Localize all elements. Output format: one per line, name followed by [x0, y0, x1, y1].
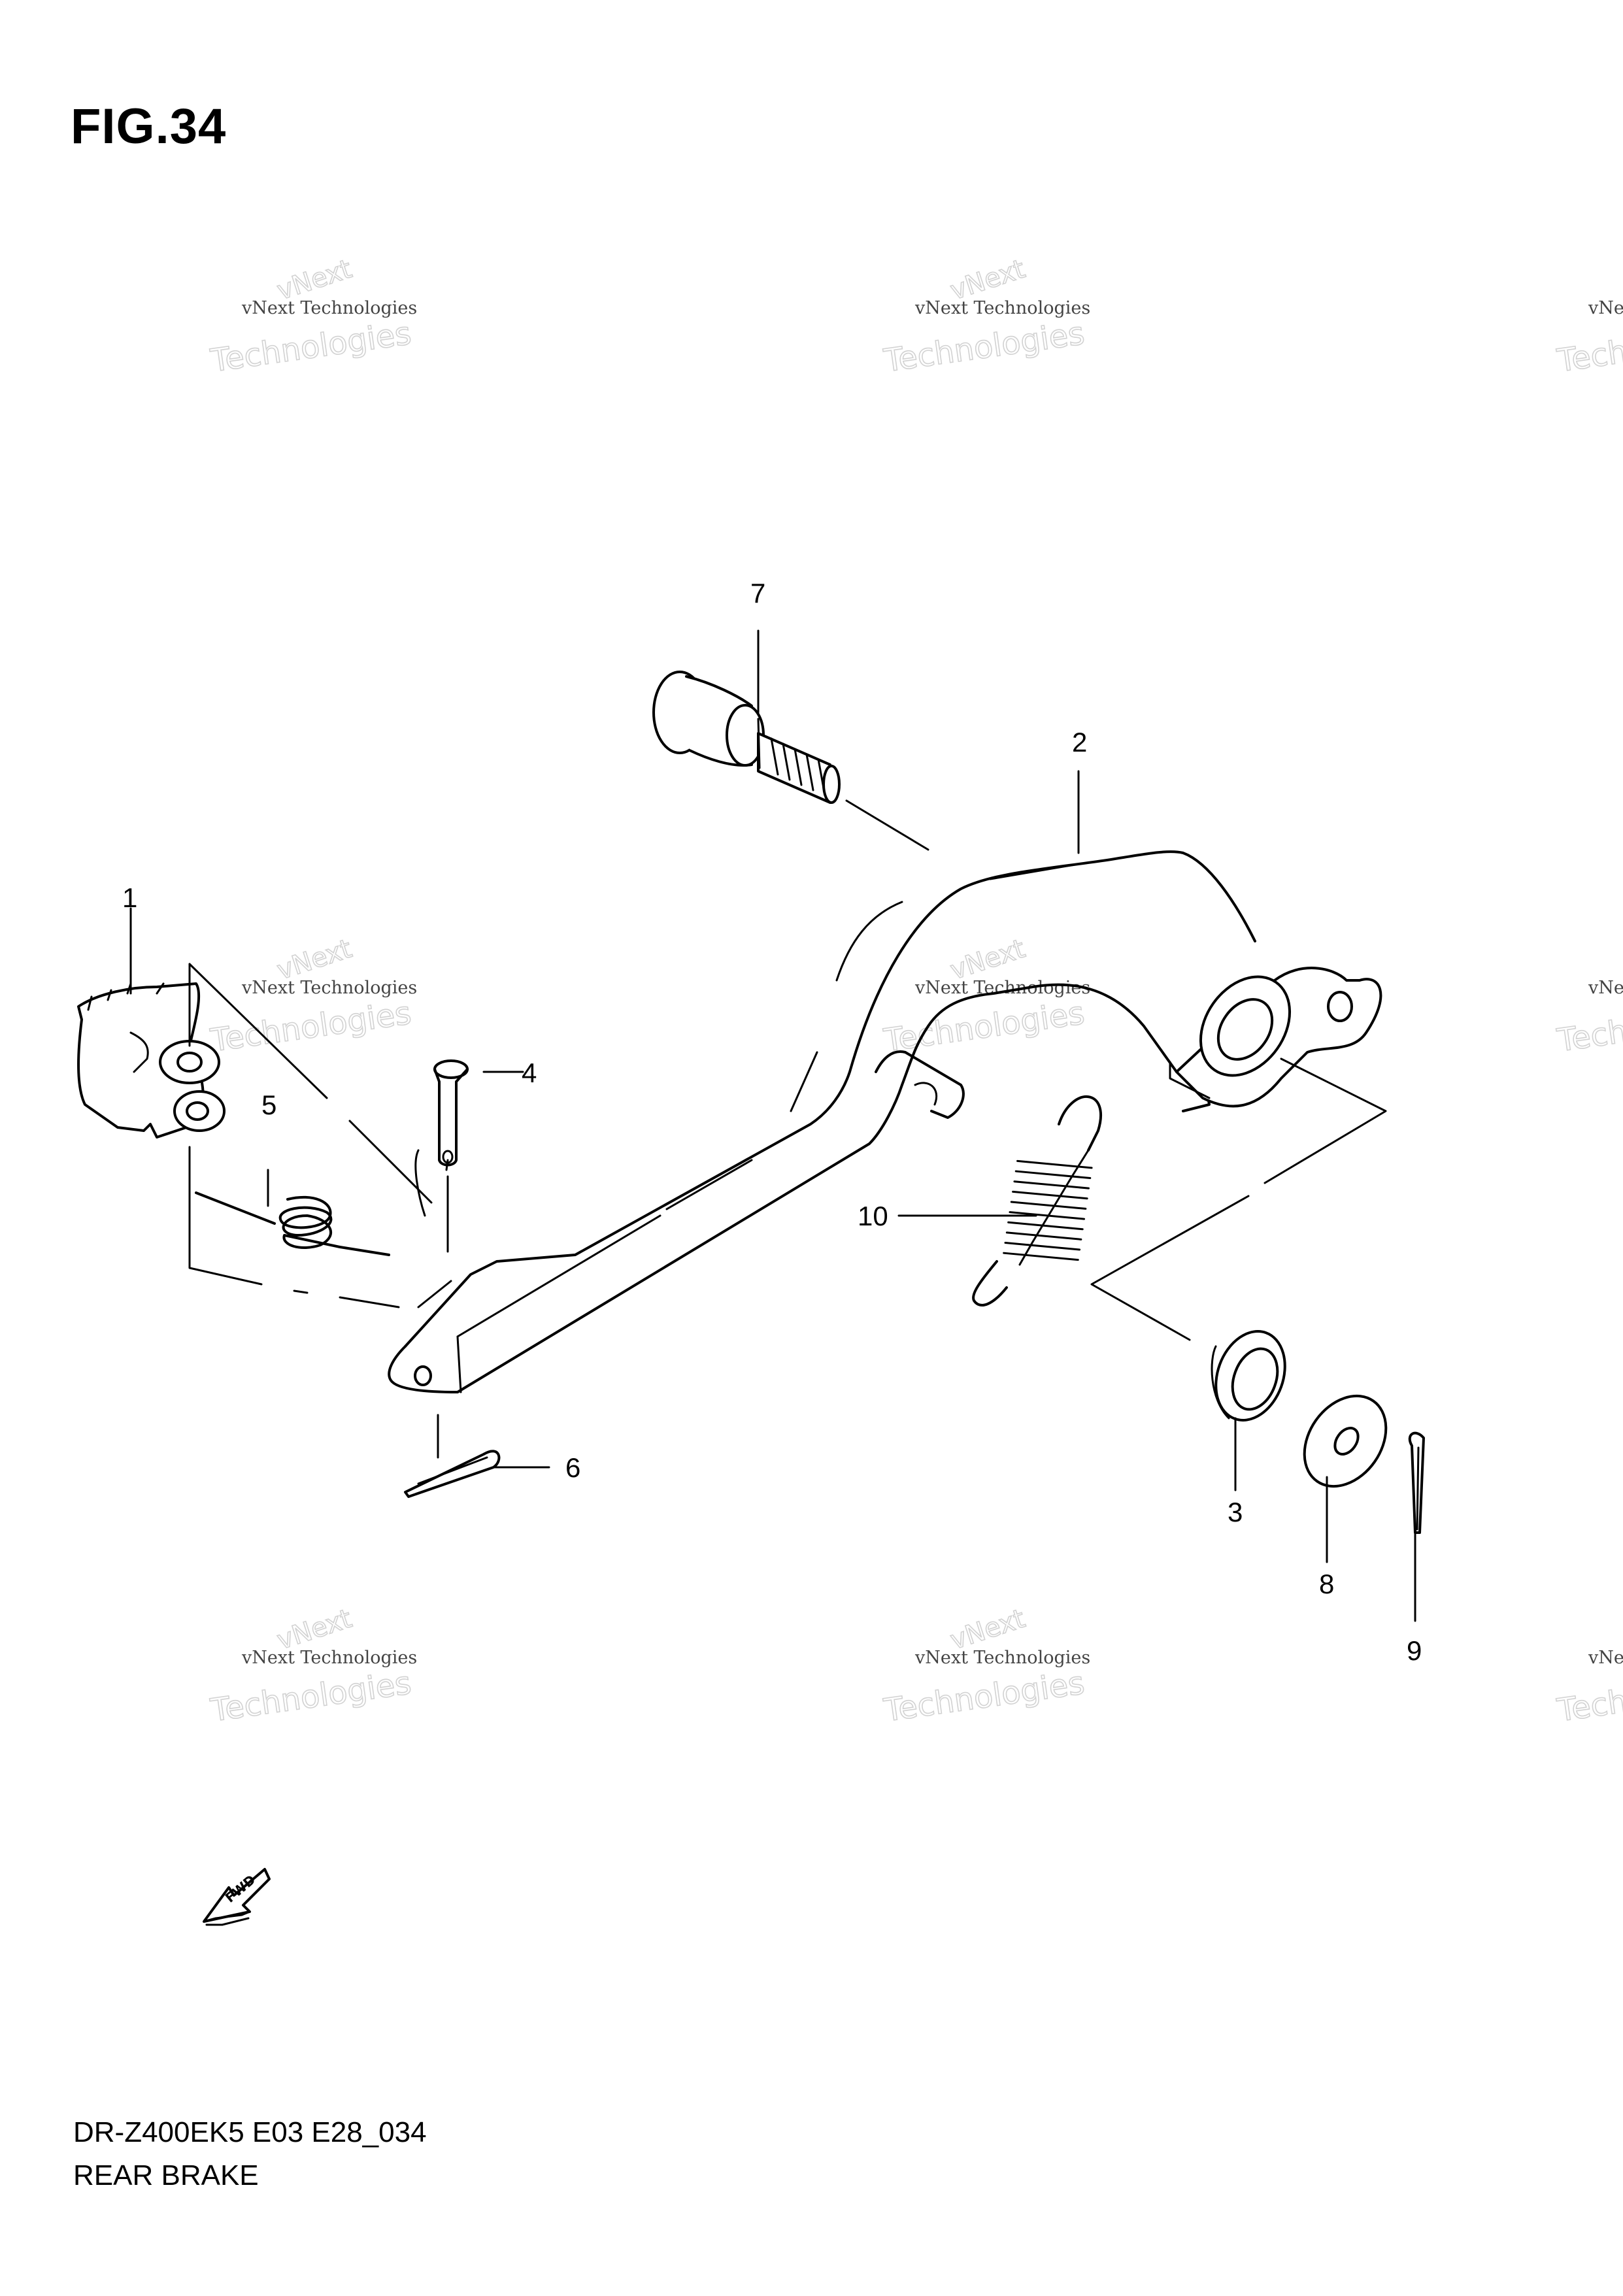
callout-4: 4: [522, 1057, 537, 1088]
watermark-line3: Technologies: [881, 1665, 1086, 1729]
part-clevis-pin: [433, 1059, 469, 1167]
callout-1: 1: [122, 882, 137, 913]
model-code: DR-Z400EK5 E03 E28_034: [73, 2116, 427, 2148]
leader-lines: [129, 629, 1416, 1622]
watermark-group: vNext vNext Technologies Technologies vN…: [208, 254, 1623, 1730]
watermark-line1: vNext Technologies: [914, 298, 1090, 318]
watermark-line3: Technologies: [881, 995, 1086, 1059]
callout-10: 10: [858, 1201, 888, 1231]
watermark-line1: vNext Technologies: [241, 1648, 417, 1668]
part-torsion-spring: [195, 1191, 390, 1256]
watermark-line1: vNext Technologies: [914, 978, 1090, 998]
diagram-caption: REAR BRAKE: [73, 2159, 259, 2191]
callout-8: 8: [1319, 1569, 1334, 1599]
callout-5: 5: [261, 1090, 276, 1120]
watermark-line3: Technologies: [1554, 1665, 1623, 1729]
callout-6: 6: [565, 1452, 580, 1483]
part-dust-seal: [1211, 1330, 1286, 1422]
callout-2: 2: [1072, 727, 1087, 757]
part-brake-pedal: [388, 850, 1382, 1393]
part-washer: [1303, 1394, 1388, 1488]
watermark-line1: vNext Technologies: [1588, 298, 1623, 318]
watermark-line3: Technologies: [208, 995, 413, 1059]
watermark-line3: Technologies: [208, 1665, 413, 1729]
callout-labels: 1 2 3 4 5 6 7 8 9 10 FWD: [122, 578, 1422, 1906]
callout-7: 7: [750, 578, 765, 608]
watermark-line1: vNext Technologies: [1588, 978, 1623, 998]
fwd-arrow-icon: [203, 1868, 271, 1926]
watermark-line3: Technologies: [208, 315, 413, 380]
figure-title: FIG.34: [71, 99, 227, 154]
watermark-line1: vNext Technologies: [914, 1648, 1090, 1668]
watermark-line1: vNext Technologies: [241, 978, 417, 998]
part-cotter-pin-small: [1408, 1431, 1425, 1534]
callout-9: 9: [1407, 1635, 1422, 1666]
watermark-line1: vNext Technologies: [241, 298, 417, 318]
callout-3: 3: [1228, 1497, 1243, 1527]
part-cotter-pin: [404, 1450, 501, 1498]
watermark-line3: Technologies: [1554, 315, 1623, 380]
watermark-line3: Technologies: [1554, 995, 1623, 1059]
part-switch-cam: [77, 982, 226, 1139]
watermark-line3: Technologies: [881, 315, 1086, 380]
watermark-line1: vNext Technologies: [1588, 1648, 1623, 1668]
part-pivot-bolt: [652, 671, 841, 804]
part-return-spring: [972, 1095, 1103, 1307]
